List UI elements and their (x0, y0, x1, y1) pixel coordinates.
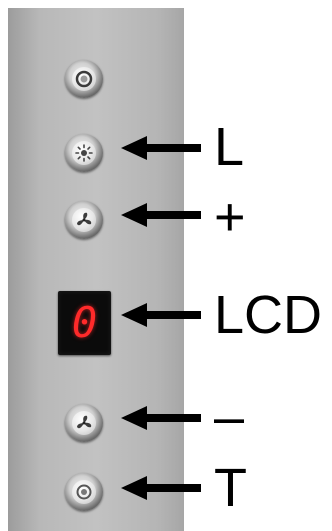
fan-icon (72, 411, 96, 435)
ring-button-icon (72, 67, 96, 91)
arrow-left-icon (121, 203, 201, 227)
label-lcd: LCD (214, 285, 323, 345)
arrow-left-icon (121, 136, 201, 160)
label-light: L (214, 117, 245, 177)
arrow-left-icon (121, 476, 201, 500)
light-button[interactable] (65, 134, 103, 172)
timer-button[interactable] (65, 473, 103, 511)
arrow-left-icon (121, 406, 201, 430)
arrow-left-icon (121, 303, 201, 327)
fan-up-button[interactable] (65, 201, 103, 239)
fan-icon (72, 208, 96, 232)
lcd-display: 0 (58, 291, 111, 355)
label-timer: T (214, 458, 247, 518)
top-button[interactable] (65, 60, 103, 98)
control-panel: 0 (8, 8, 184, 531)
label-plus: + (214, 187, 246, 247)
label-minus: – (214, 387, 245, 447)
timer-ring-icon (72, 480, 96, 504)
light-sun-icon (72, 141, 96, 165)
lcd-digit: 0 (71, 298, 98, 347)
fan-down-button[interactable] (65, 404, 103, 442)
